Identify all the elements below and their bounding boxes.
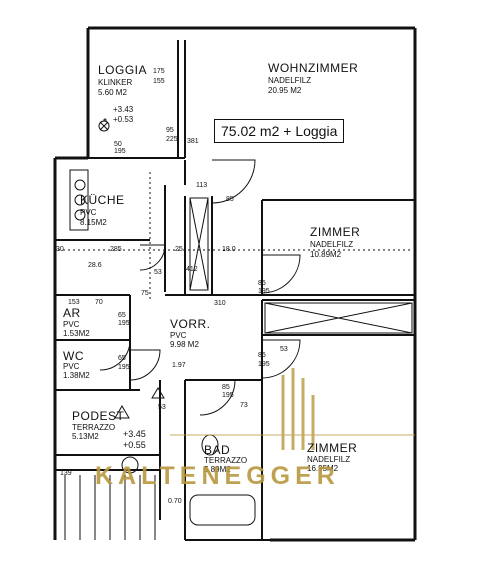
level-podest-b: +0.55 xyxy=(123,440,146,450)
room-name-kueche: KÜCHE xyxy=(80,193,125,207)
room-name-wc: WC xyxy=(63,349,84,363)
room-name-zimmer-1: ZIMMER xyxy=(310,225,361,239)
room-floor-vorraum: PVC xyxy=(170,331,187,340)
dim-label: 1.97 xyxy=(172,362,186,369)
room-name-loggia: LOGGIA xyxy=(98,63,148,77)
dim-label: 195 xyxy=(118,320,130,327)
dim-label: 153 xyxy=(68,299,80,306)
room-floor-kueche: PVC xyxy=(80,208,97,217)
brand-watermark: KALTENEGGER xyxy=(95,462,340,490)
room-area-kueche: 8.15M2 xyxy=(80,218,107,227)
dim-label: 53 xyxy=(280,346,288,353)
dim-label: 85 xyxy=(226,196,234,203)
dim-label: 113 xyxy=(196,182,208,189)
room-name-zimmer-2: ZIMMER xyxy=(307,441,358,455)
room-area-loggia: 5.60 M2 xyxy=(98,88,127,97)
room-floor-wc: PVC xyxy=(63,362,80,371)
room-area-wohnzimmer: 20.95 M2 xyxy=(268,86,302,95)
room-floor-wohnzimmer: NADELFILZ xyxy=(268,76,312,85)
room-name-podest: PODEST xyxy=(72,409,125,423)
dim-label: 65 xyxy=(118,355,126,362)
dim-label: 85 xyxy=(258,280,266,287)
dim-label: 30 xyxy=(56,246,64,253)
dim-label: 195 xyxy=(258,361,270,368)
dim-label: 70 xyxy=(95,299,103,306)
room-floor-zimmer-2: NADELFILZ xyxy=(307,455,351,464)
dim-label: 412 xyxy=(186,266,198,273)
dim-label: 85 xyxy=(222,384,230,391)
dim-label: 53 xyxy=(154,269,162,276)
room-area-podest: 5.13M2 xyxy=(72,432,99,441)
dim-label: 65 xyxy=(118,312,126,319)
room-name-ar: AR xyxy=(63,306,81,320)
room-floor-podest: TERRAZZO xyxy=(72,423,116,432)
room-area-zimmer-2: 16.95M2 xyxy=(307,464,339,473)
room-floor-bad: TERRAZZO xyxy=(204,456,248,465)
room-area-ar: 1.53M2 xyxy=(63,329,90,338)
level-podest-a: +3.45 xyxy=(123,429,146,439)
dim-label: 139 xyxy=(60,470,72,477)
dim-label: 175 xyxy=(153,68,165,75)
dim-label: 95 xyxy=(166,127,174,134)
dim-label: 73 xyxy=(240,402,248,409)
room-name-wohnzimmer: WOHNZIMMER xyxy=(268,61,359,75)
dim-label: 195 xyxy=(114,148,126,155)
dim-label: 53 xyxy=(158,404,166,411)
dim-label: 195 xyxy=(118,364,130,371)
dim-label: 85 xyxy=(258,352,266,359)
dim-label: 225 xyxy=(166,136,178,143)
dim-label: 310 xyxy=(214,300,226,307)
room-area-vorraum: 9.98 M2 xyxy=(170,340,199,349)
dim-label: 50 xyxy=(114,141,122,148)
room-floor-zimmer-1: NADELFILZ xyxy=(310,240,354,249)
room-area-wc: 1.38M2 xyxy=(63,371,90,380)
dim-label: 381 xyxy=(187,138,199,145)
room-area-bad: 5.89M2 xyxy=(204,465,231,474)
room-floor-ar: PVC xyxy=(63,320,80,329)
area-summary-box: 75.02 m2 + Loggia xyxy=(214,119,345,143)
room-area-zimmer-1: 10.89M2 xyxy=(310,250,342,259)
room-name-vorraum: VORR. xyxy=(170,317,211,331)
dim-label: 25 xyxy=(175,246,183,253)
dim-label: 195 xyxy=(222,392,234,399)
level-loggia-b: +0.53 xyxy=(113,115,134,124)
dim-label: 285 xyxy=(110,246,122,253)
room-name-bad: BAD xyxy=(204,443,231,457)
dim-label: 28.6 xyxy=(88,262,102,269)
dim-label: 18.0 xyxy=(222,246,236,253)
room-floor-loggia: KLINKER xyxy=(98,78,133,87)
dim-label: 155 xyxy=(153,78,165,85)
dim-label: 75 xyxy=(141,290,149,297)
dim-label: 195 xyxy=(258,288,270,295)
dim-label: 0.70 xyxy=(168,498,182,505)
level-loggia-a: +3.43 xyxy=(113,105,134,114)
